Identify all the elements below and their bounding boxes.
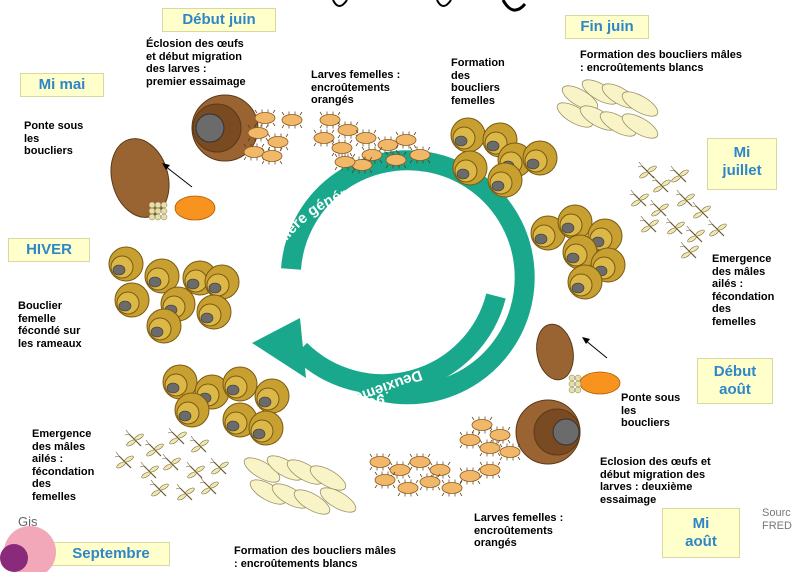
cycle-arrow [252, 150, 535, 405]
male-shields-1 [553, 74, 662, 144]
svg-text:génération: génération [308, 394, 385, 411]
label-larves-femelles-2: Larves femelles :encroûtements orangés [474, 512, 564, 549]
gis-logo: Gis [0, 512, 60, 577]
label-formation-males-1: Formation des boucliers mâles: encroûtem… [580, 49, 742, 74]
winged-males-2 [114, 427, 230, 502]
female-shields-hiver [108, 246, 240, 344]
female-shields-2 [530, 204, 626, 300]
period-debut-juin: Début juin [162, 8, 276, 32]
female-shields-1 [450, 117, 558, 198]
period-septembre: Septembre [52, 542, 170, 566]
label-larves-femelles-1: Larves femelles :encroûtements orangés [311, 69, 401, 106]
period-mi-mai: Mi mai [20, 73, 104, 97]
larvae-group-1 [243, 109, 431, 174]
label-formation-males-2: Formation des boucliers mâles: encroûtem… [234, 545, 396, 570]
male-shields-2 [240, 450, 360, 520]
hatching-shield-1 [191, 94, 259, 162]
egg-mass-mi-mai [110, 138, 216, 221]
period-fin-juin: Fin juin [565, 15, 649, 39]
period-hiver: HIVER [8, 238, 90, 262]
hatching-shield-2 [515, 399, 581, 465]
larvae-group-2 [369, 416, 521, 497]
egg-mass-debut-aout [536, 323, 621, 395]
svg-text:Gis: Gis [18, 514, 38, 529]
